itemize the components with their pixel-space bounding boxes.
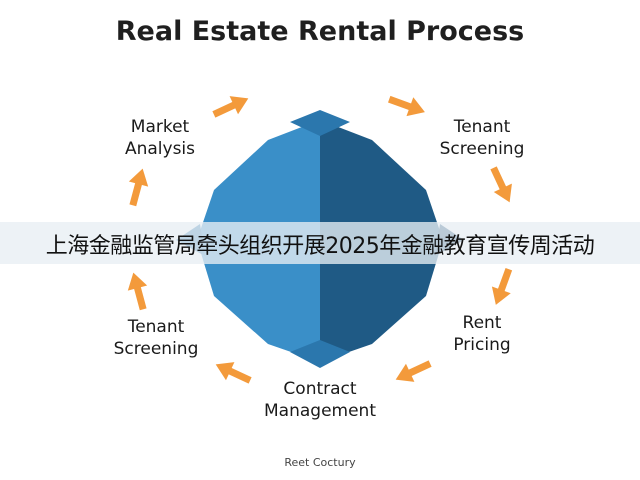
step-label-line: Tenant <box>453 117 511 137</box>
arrow-icon <box>491 268 513 305</box>
step-label-line: Analysis <box>124 139 196 159</box>
overlay-banner <box>0 222 640 264</box>
step-label-line: Management <box>264 401 376 421</box>
step-label-line: Market <box>130 117 190 137</box>
arrow-icon <box>127 272 148 311</box>
step-label-line: Screening <box>113 339 199 359</box>
arrow-icon <box>490 166 512 203</box>
footer-caption: Reet Coctury <box>284 456 356 469</box>
step-label-line: Screening <box>439 139 525 159</box>
step-label-line: Rent <box>462 313 502 333</box>
center-top-wing <box>290 110 350 136</box>
step-label-line: Tenant <box>127 317 185 337</box>
step-label-line: Contract <box>283 379 357 399</box>
step-label-rent-pricing: Rent Pricing <box>422 312 542 356</box>
step-label-market-analysis: Market Analysis <box>100 116 220 160</box>
cycle-arrows <box>127 95 513 384</box>
center-bottom-wing <box>290 340 350 368</box>
step-label-line: Pricing <box>453 335 511 355</box>
diagram-title: Real Estate Rental Process <box>115 16 525 47</box>
step-label-contract-management: Contract Management <box>240 378 400 422</box>
arrow-icon <box>395 360 432 382</box>
arrow-icon <box>388 95 425 117</box>
arrow-icon <box>215 362 252 384</box>
arrow-icon <box>212 96 249 118</box>
step-label-tenant-screening-top: Tenant Screening <box>422 116 542 160</box>
overlay-banner-text: 上海金融监管局牵头组织开展2025年金融教育宣传周活动 <box>45 234 595 259</box>
step-label-tenant-screening-bottom: Tenant Screening <box>96 316 216 360</box>
arrow-icon <box>128 168 149 207</box>
